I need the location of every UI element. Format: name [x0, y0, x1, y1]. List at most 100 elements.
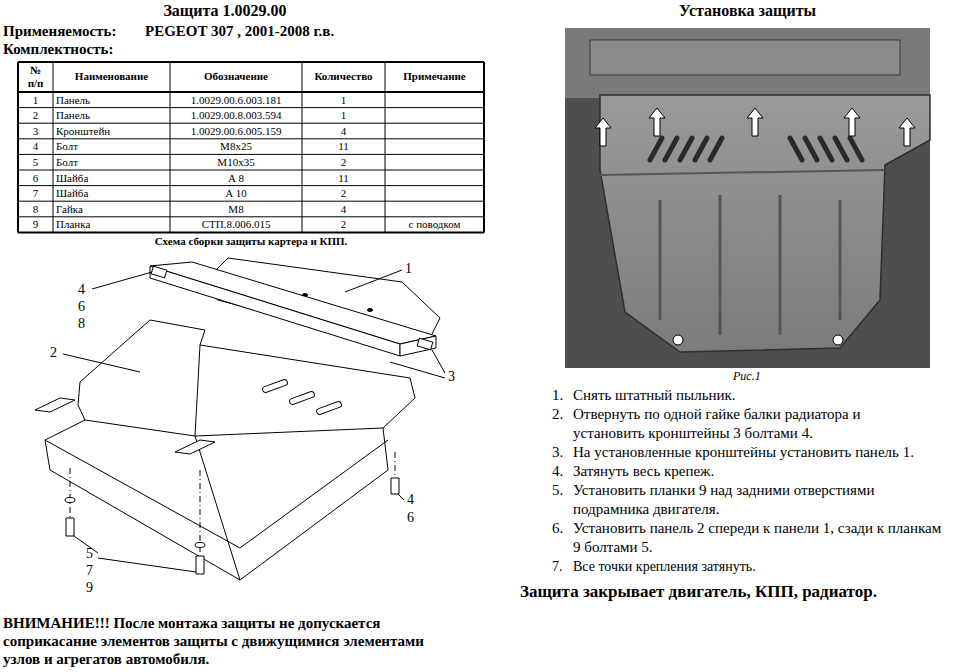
table-cell: Шайба — [56, 187, 169, 200]
table-cell: 5 — [18, 156, 53, 169]
step-number: 5. — [552, 481, 563, 500]
table-cell: 1.0029.00.6.005.159 — [170, 125, 302, 138]
parts-table-grid-part — [53, 62, 54, 232]
parts-table-grid-part — [170, 62, 171, 232]
table-cell: 4 — [18, 140, 53, 153]
installation-photo-part — [747, 108, 763, 136]
installation-photo-part — [673, 335, 683, 345]
table-cell: 2 — [302, 187, 385, 200]
parts-table-grid-part — [18, 154, 484, 155]
assembly-drawing-part — [45, 440, 388, 548]
installation-photo-part — [790, 138, 802, 160]
step-number: 3. — [552, 443, 563, 462]
table-cell: 11 — [302, 140, 385, 153]
section-heading: Установка защиты — [565, 1, 930, 20]
assembly-drawing-part — [63, 270, 445, 572]
assembly-drawing-part — [35, 258, 440, 580]
table-cell: 2 — [302, 218, 385, 231]
field-name: Применяемость: — [3, 22, 116, 40]
assembly-drawing-part — [400, 336, 436, 356]
assembly-drawing-part — [85, 420, 383, 436]
assembly-drawing-part — [432, 350, 445, 373]
installation-photo-part — [600, 95, 930, 352]
table-cell: 7 — [18, 187, 53, 200]
callout-number: 6 — [78, 298, 85, 315]
installation-photo-part — [839, 200, 842, 320]
table-cell: с поводком — [385, 218, 484, 231]
parts-table-grid-part — [18, 201, 484, 202]
step-text: Снять штатный пыльник. — [573, 386, 736, 405]
callout-number: 2 — [50, 344, 57, 361]
assembly-drawing-part — [45, 320, 415, 580]
installation-photo-part — [665, 138, 677, 160]
installation-photo-part — [660, 195, 840, 335]
callout-number: 4 — [407, 491, 414, 508]
installation-photo-part — [835, 138, 847, 160]
step-text: Все точки крепления затянуть. — [573, 557, 756, 576]
table-cell: А 10 — [170, 187, 302, 200]
installation-photo-part — [565, 28, 930, 98]
installation-photo-part — [779, 195, 782, 335]
table-cell: 3 — [18, 125, 53, 138]
table-cell: 4 — [302, 125, 385, 138]
installation-photo-part — [650, 138, 862, 160]
step-text: Отвернуть по одной гайке балки радиатора… — [573, 405, 918, 443]
callout-number: 1 — [405, 260, 412, 277]
field-name: Комплектность: — [3, 40, 113, 58]
assembly-drawing-part — [398, 494, 404, 500]
parts-table-grid-part — [18, 185, 484, 186]
installation-photo-part — [844, 108, 860, 136]
table-cell: 6 — [18, 172, 53, 185]
installation-photo-part — [899, 118, 915, 146]
callout-number: 4 — [78, 281, 85, 298]
page-title: Защита 1.0029.00 — [60, 1, 390, 20]
field-value: PEGEOT 307 , 2001-2008 г.в. — [145, 22, 334, 40]
installation-photo-part — [719, 195, 722, 335]
callout-number: 3 — [448, 368, 455, 385]
table-cell: Планка — [56, 218, 169, 231]
assembly-drawing-part — [92, 272, 152, 289]
assembly-drawing-part — [66, 518, 74, 536]
installation-photo-part — [600, 170, 885, 175]
table-cell: А 8 — [170, 172, 302, 185]
step-number: 7. — [552, 557, 563, 576]
figure-caption: Схема сборки защиты картера и КПП. — [18, 235, 484, 248]
installation-photo-part — [650, 138, 662, 160]
table-cell: Шайба — [56, 172, 169, 185]
assembly-drawing-part — [196, 556, 204, 574]
table-cell: M10x35 — [170, 156, 302, 169]
parts-table-grid-part — [483, 62, 485, 232]
table-cell: 8 — [18, 203, 53, 216]
table-cell: 11 — [302, 172, 385, 185]
parts-table-grid-part — [18, 138, 484, 139]
table-cell: М8 — [170, 203, 302, 216]
installation-photo-part — [850, 138, 862, 160]
step-number: 1. — [552, 386, 563, 405]
callout-number: 9 — [86, 579, 93, 596]
table-cell: 2 — [302, 156, 385, 169]
installation-photo-part — [710, 138, 722, 160]
parts-table-grid-part — [302, 62, 303, 232]
callout-number: 8 — [78, 315, 85, 332]
step-number: 2. — [552, 405, 563, 424]
assembly-drawing-part — [316, 401, 342, 416]
parts-table-grid-part — [18, 123, 484, 124]
table-header: Количество — [302, 70, 385, 83]
callout-number: 5 — [86, 545, 93, 562]
table-cell: Гайка — [56, 203, 169, 216]
step-text: На установленные кронштейны установить п… — [573, 443, 914, 462]
table-cell: СТП.8.006.015 — [170, 218, 302, 231]
installation-photo-part — [695, 138, 707, 160]
table-cell: Болт — [56, 140, 169, 153]
installation-photo-part — [659, 200, 662, 320]
installation-photo-part — [820, 138, 832, 160]
parts-table-grid-part — [18, 107, 484, 108]
summary-note: Защита закрывает двигатель, КПП, радиато… — [520, 582, 877, 602]
assembly-drawing-part — [98, 558, 196, 572]
callout-number: 6 — [407, 509, 414, 526]
table-cell: 2 — [18, 109, 53, 122]
parts-table-grid-part — [18, 170, 484, 171]
assembly-drawing-part — [70, 468, 71, 518]
assembly-drawing-part — [175, 440, 215, 454]
callout-number: 7 — [86, 562, 93, 579]
